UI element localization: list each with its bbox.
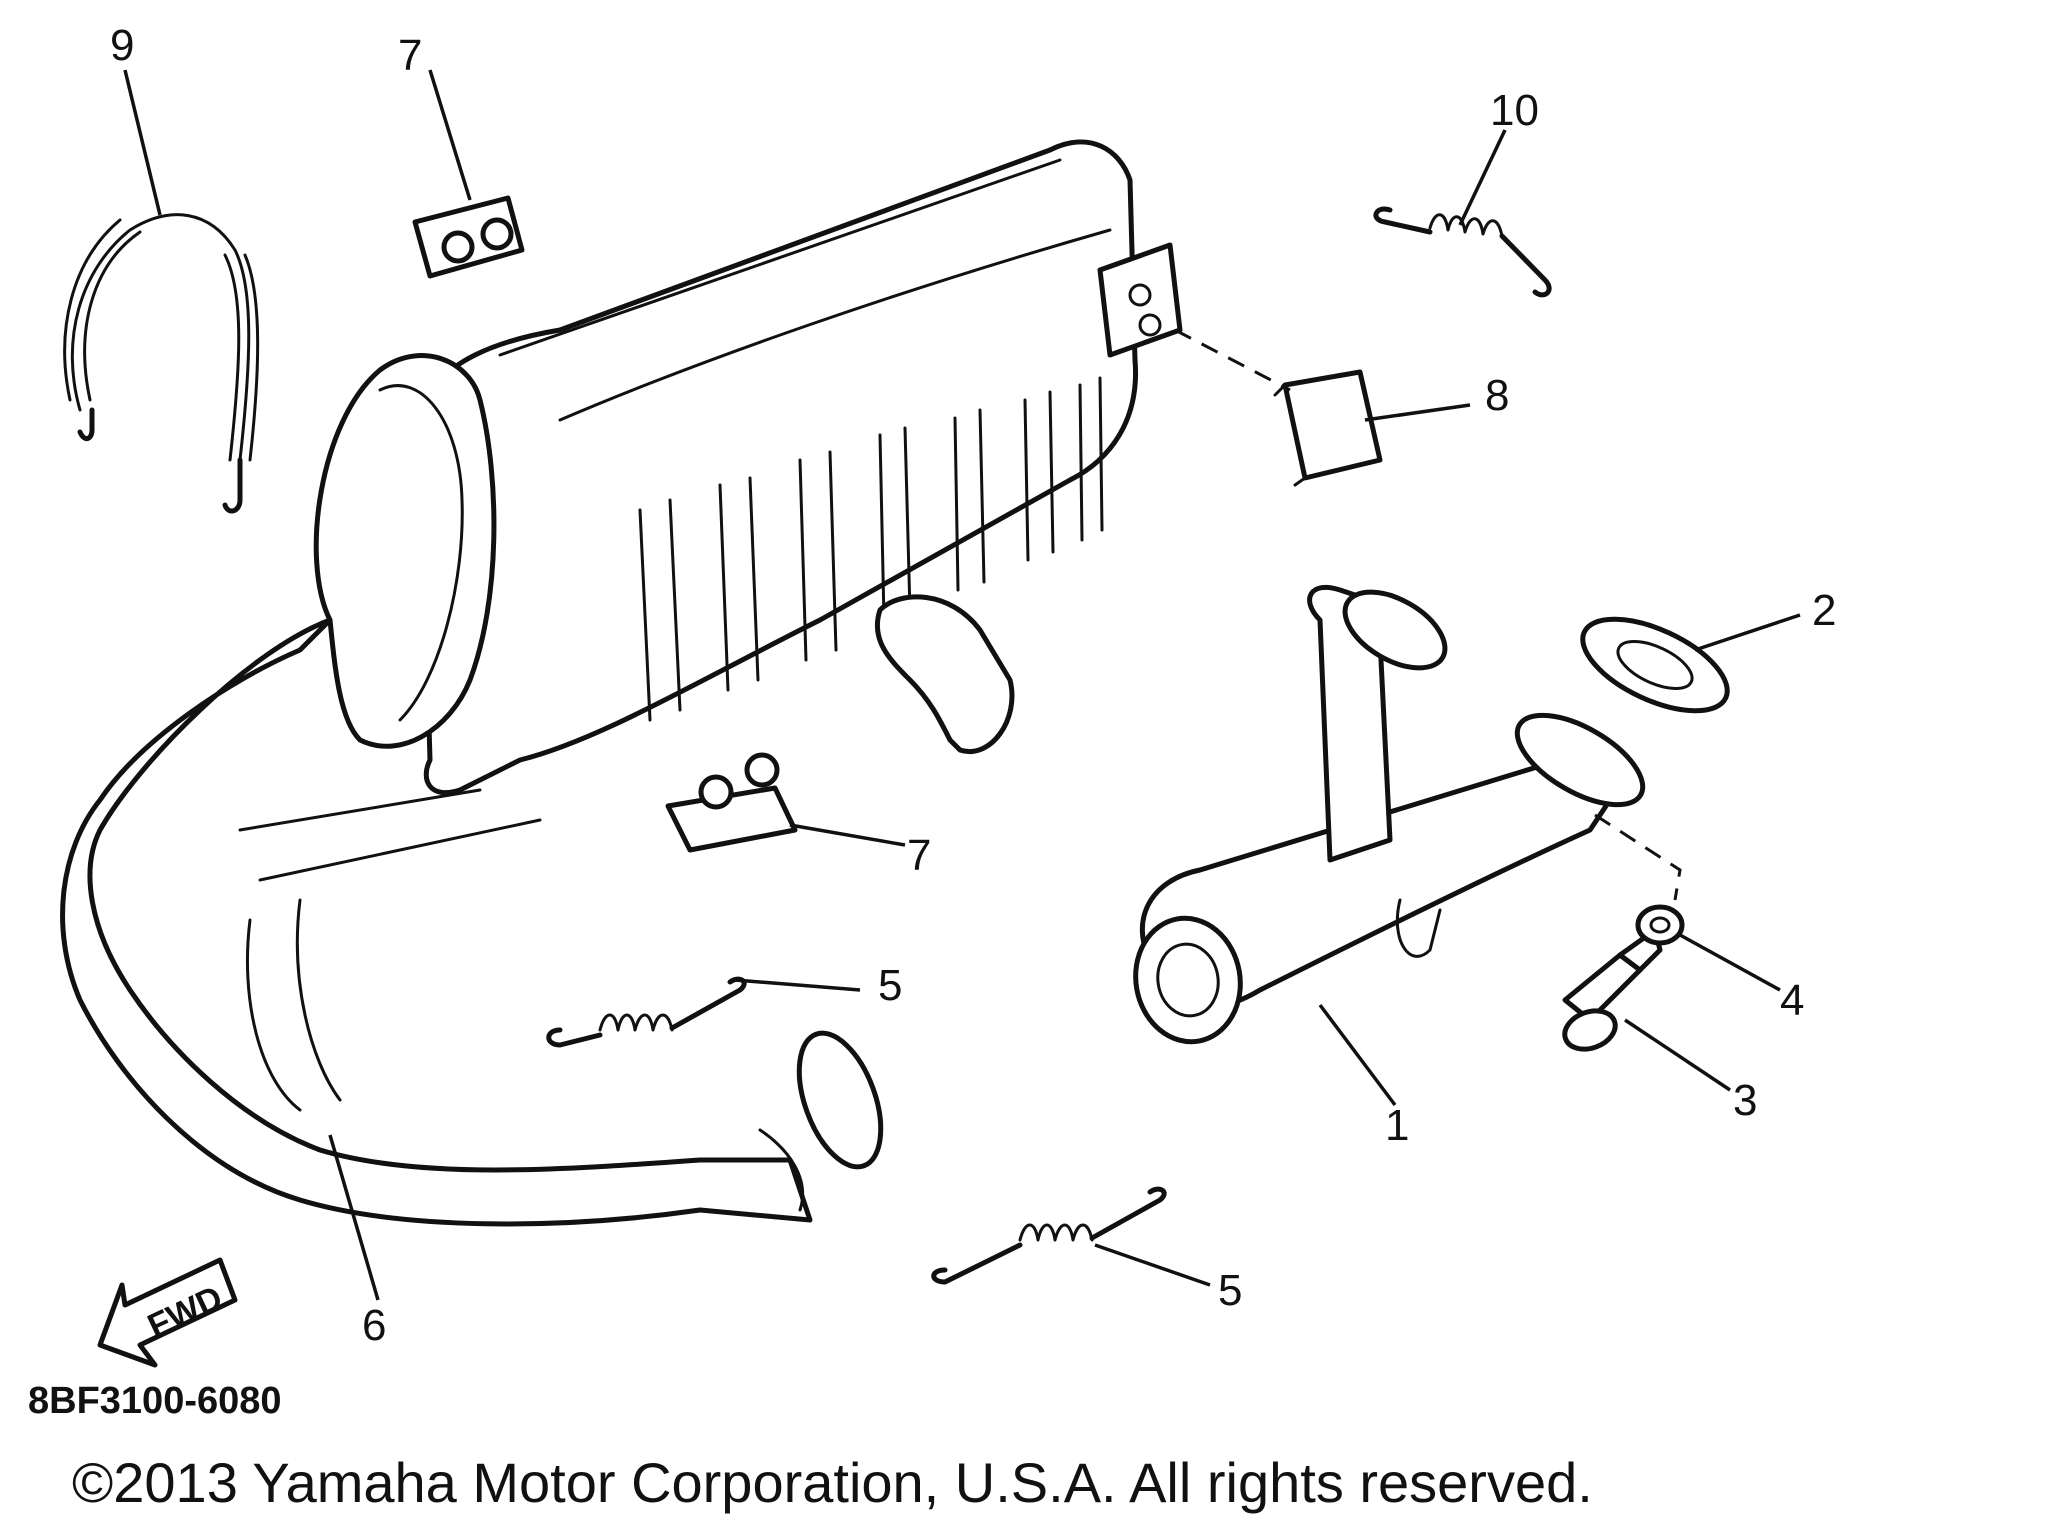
muffler-assembly	[60, 139, 1183, 1227]
leader-lines	[123, 69, 1801, 1301]
callout-8: 8	[1485, 371, 1509, 420]
bolt	[1562, 927, 1663, 1052]
part-code: 8BF3100-6080	[28, 1380, 282, 1422]
washer	[1635, 904, 1685, 946]
callout-5-upper: 5	[878, 961, 902, 1010]
gasket	[1580, 616, 1730, 714]
copyright-notice: ©2013 Yamaha Motor Corporation, U.S.A. A…	[72, 1451, 1593, 1514]
callout-numbers: 1 2 3 4 5 5 6 7 7 8 9 10	[110, 21, 1836, 1350]
callout-10: 10	[1490, 86, 1539, 135]
long-spring	[63, 213, 260, 514]
damper-upper	[412, 195, 525, 279]
callout-2: 2	[1812, 586, 1836, 635]
callout-7-lower: 7	[907, 831, 931, 880]
alignment-line-pad	[1174, 328, 1291, 392]
small-spring	[1373, 206, 1552, 298]
pad	[1273, 369, 1383, 487]
spring-upper	[546, 976, 747, 1048]
alignment-line-bolt	[1594, 813, 1682, 901]
callout-6: 6	[362, 1301, 386, 1350]
damper-lower	[665, 752, 798, 853]
callout-7-upper: 7	[398, 31, 422, 80]
callout-9: 9	[110, 21, 134, 70]
callout-5-lower: 5	[1218, 1266, 1242, 1315]
spring-lower	[931, 1186, 1167, 1285]
forward-arrow-icon: FWD	[97, 1257, 238, 1368]
callout-1: 1	[1385, 1101, 1409, 1150]
callout-3: 3	[1733, 1076, 1757, 1125]
callout-4: 4	[1780, 976, 1804, 1025]
exhaust-pipe	[1133, 584, 1646, 1045]
